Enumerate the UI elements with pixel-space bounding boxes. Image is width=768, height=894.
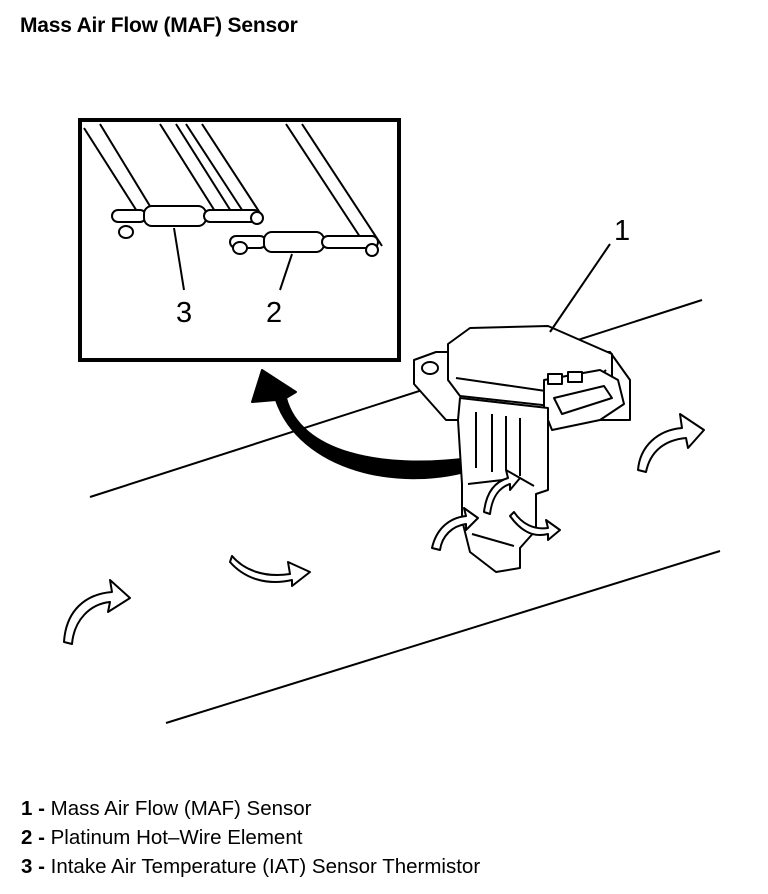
legend-item-2: 2 - Platinum Hot–Wire Element (21, 826, 303, 849)
intake-duct (89, 299, 721, 724)
hot-wire-element (229, 231, 379, 257)
page-title: Mass Air Flow (MAF) Sensor (20, 14, 298, 37)
iat-thermistor-element (111, 205, 264, 239)
airflow-arrow-6 (509, 511, 561, 541)
airflow-arrow-2 (229, 555, 311, 587)
callout-1: 1 (614, 215, 630, 247)
airflow-arrows (63, 413, 705, 645)
detail-curved-arrow (251, 369, 479, 480)
inset-detail-box: 3 2 (78, 118, 401, 362)
airflow-arrow-5 (483, 469, 521, 515)
legend-item-1: 1 - Mass Air Flow (MAF) Sensor (21, 797, 312, 820)
callout-3: 3 (176, 297, 192, 329)
callout-2: 2 (266, 297, 282, 329)
airflow-arrow-1 (63, 579, 131, 645)
legend-item-3: 3 - Intake Air Temperature (IAT) Sensor … (21, 855, 481, 878)
airflow-arrow-4 (431, 507, 479, 551)
legend: 1 - Mass Air Flow (MAF) Sensor 2 - Plati… (21, 794, 480, 881)
airflow-arrow-3 (637, 413, 705, 473)
callout-1-leader (549, 243, 611, 333)
